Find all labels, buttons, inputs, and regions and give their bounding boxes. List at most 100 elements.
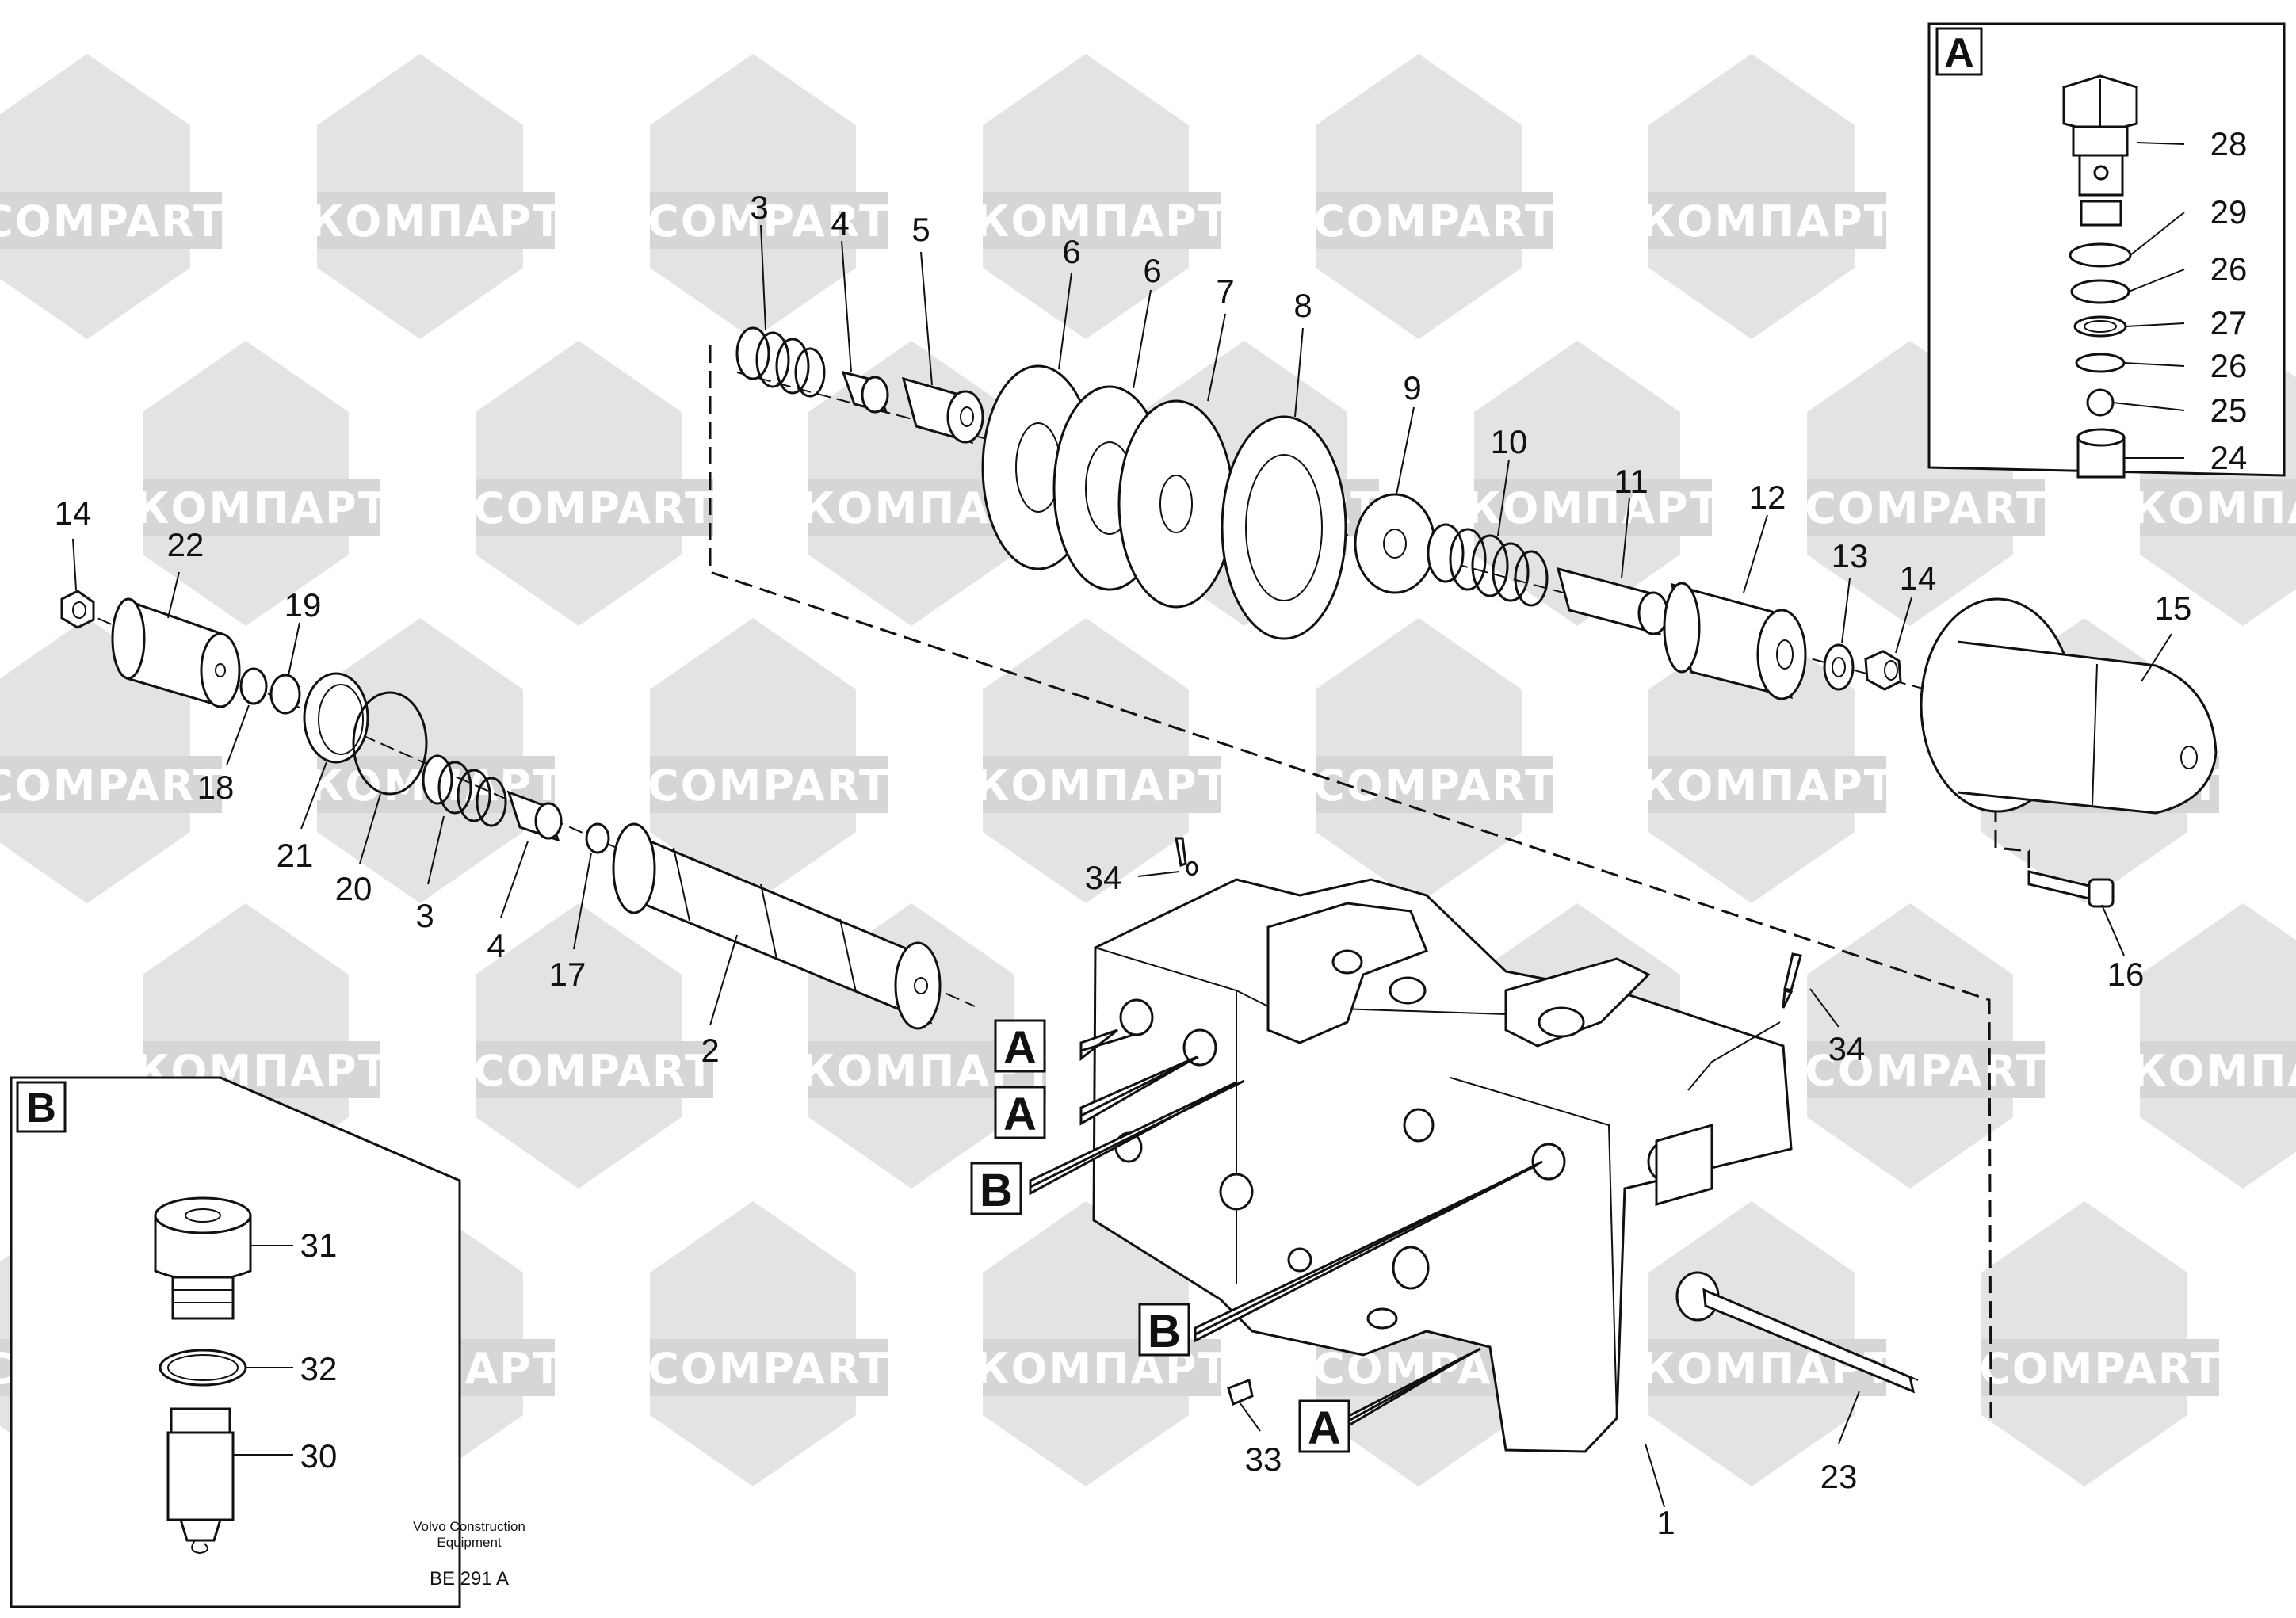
watermark-band — [0, 756, 222, 813]
callout-14-lower: 14 — [55, 494, 92, 532]
part-18-washer — [239, 667, 268, 705]
callout-1: 1 — [1656, 1504, 1675, 1541]
connection-label-a-2: A — [1003, 1089, 1037, 1140]
lower-axis-parts — [60, 590, 976, 1030]
part-3-spring-lower — [422, 754, 507, 827]
watermark-text: КОМПАРТ — [1640, 761, 1894, 811]
watermark-band — [1807, 479, 2045, 536]
upper-axis-parts — [735, 326, 2218, 908]
callout-16: 16 — [2107, 956, 2145, 993]
watermark-text: КОМПАРТ — [2131, 483, 2296, 533]
watermark-text: COMPART — [1313, 197, 1556, 246]
part-9-washer — [1354, 493, 1436, 594]
callout-8: 8 — [1293, 287, 1312, 324]
watermark-band — [476, 1041, 713, 1098]
callout-19: 19 — [285, 586, 322, 624]
callout-34-left: 34 — [1085, 859, 1122, 896]
callout-2: 2 — [701, 1032, 719, 1069]
callout-28: 28 — [2210, 125, 2248, 162]
callout-22: 22 — [167, 526, 204, 563]
assembly-dashed-lines — [709, 345, 2030, 1419]
watermark-text: COMPART — [0, 761, 224, 811]
watermark-band — [983, 192, 1221, 249]
part-15-cover — [1920, 597, 2218, 815]
credit-line-1: Volvo Construction — [413, 1519, 525, 1534]
callout-3-lower: 3 — [415, 897, 434, 934]
watermark-text: COMPART — [648, 1344, 890, 1394]
watermark-text: КОМПАРТ — [2131, 1046, 2296, 1096]
part-24-seat — [2076, 428, 2126, 479]
callout-10: 10 — [1491, 423, 1528, 460]
connection-label-a-3: A — [1308, 1402, 1341, 1454]
part-12-cylinder — [1663, 582, 1807, 700]
watermark-band — [1981, 1339, 2219, 1396]
part-4-sleeve-upper — [841, 370, 889, 414]
callout-4-upper: 4 — [831, 204, 849, 242]
callout-29: 29 — [2210, 193, 2248, 231]
connection-label-b-2: B — [1148, 1306, 1181, 1357]
watermark-text: КОМПАРТ — [1640, 197, 1894, 246]
inset-b: B 31 32 30 — [10, 1076, 461, 1608]
callout-6-b: 6 — [1143, 252, 1161, 289]
watermark-text: COMPART — [1313, 761, 1556, 811]
part-7-plate — [1117, 399, 1235, 609]
watermark-text: КОМПАРТ — [974, 1344, 1228, 1394]
part-3-spring-upper — [735, 326, 826, 398]
watermark-band — [650, 756, 888, 813]
callout-26-upper: 26 — [2210, 250, 2248, 288]
watermark-text: COMPART — [1805, 483, 2047, 533]
watermark-text: COMPART — [648, 197, 890, 246]
watermark-band — [1474, 479, 1712, 536]
watermark-band — [1316, 192, 1553, 249]
callout-7: 7 — [1216, 273, 1234, 310]
part-8-flange — [1221, 415, 1347, 640]
callout-5: 5 — [911, 211, 930, 248]
part-22-cap — [111, 597, 241, 709]
callout-15: 15 — [2155, 590, 2192, 627]
callout-34-right: 34 — [1828, 1030, 1866, 1067]
watermark-text: COMPART — [473, 483, 716, 533]
connection-label-b-1: B — [980, 1165, 1013, 1216]
part-23-stud — [1702, 1288, 1919, 1394]
inset-a-label: A — [1944, 30, 1974, 76]
part-5-spring — [901, 376, 984, 445]
credit-line-2: Equipment — [437, 1535, 502, 1550]
callout-27: 27 — [2210, 304, 2248, 342]
watermark-band — [1648, 192, 1886, 249]
watermark-text: COMPART — [473, 1046, 716, 1096]
part-10-spring — [1427, 523, 1549, 607]
watermark-band — [476, 479, 713, 536]
part-27-spring — [2073, 315, 2127, 338]
inset-b-label: B — [26, 1086, 56, 1131]
callout-11: 11 — [1614, 463, 1648, 500]
part-26-washer — [2070, 279, 2130, 304]
part-16-screw — [2027, 870, 2115, 908]
watermark-text: COMPART — [0, 197, 224, 246]
part-33-plug — [1227, 1378, 1254, 1406]
callout-6-a: 6 — [1062, 233, 1080, 270]
watermark-band — [143, 479, 380, 536]
part-19-washer — [269, 674, 301, 715]
watermark-text: КОМПАРТ — [134, 483, 388, 533]
watermark-text: КОМПАРТ — [1465, 483, 1720, 533]
connection-markers: A A B B A — [970, 1019, 1543, 1454]
watermark-text: COMPART — [1805, 1046, 2047, 1096]
part-31-plug — [154, 1196, 252, 1320]
watermark-band — [1648, 756, 1886, 813]
watermark-text: COMPART — [648, 761, 890, 811]
callout-9: 9 — [1403, 369, 1421, 406]
watermark-text: КОМПАРТ — [974, 197, 1228, 246]
watermark-band — [650, 192, 888, 249]
connection-label-a-1: A — [1003, 1022, 1037, 1074]
watermark-text: КОМПАРТ — [308, 197, 563, 246]
watermark-band — [1807, 1041, 2045, 1098]
callout-3-upper: 3 — [750, 189, 768, 226]
inset-a: A 28 29 26 27 26 25 24 — [1927, 22, 2286, 479]
callout-31: 31 — [300, 1227, 338, 1264]
part-21-ring — [303, 672, 369, 764]
callout-13: 13 — [1832, 537, 1869, 574]
watermark-band — [0, 192, 222, 249]
callout-14-upper: 14 — [1900, 559, 1937, 597]
watermark-band — [317, 192, 555, 249]
watermark-band — [2140, 479, 2296, 536]
